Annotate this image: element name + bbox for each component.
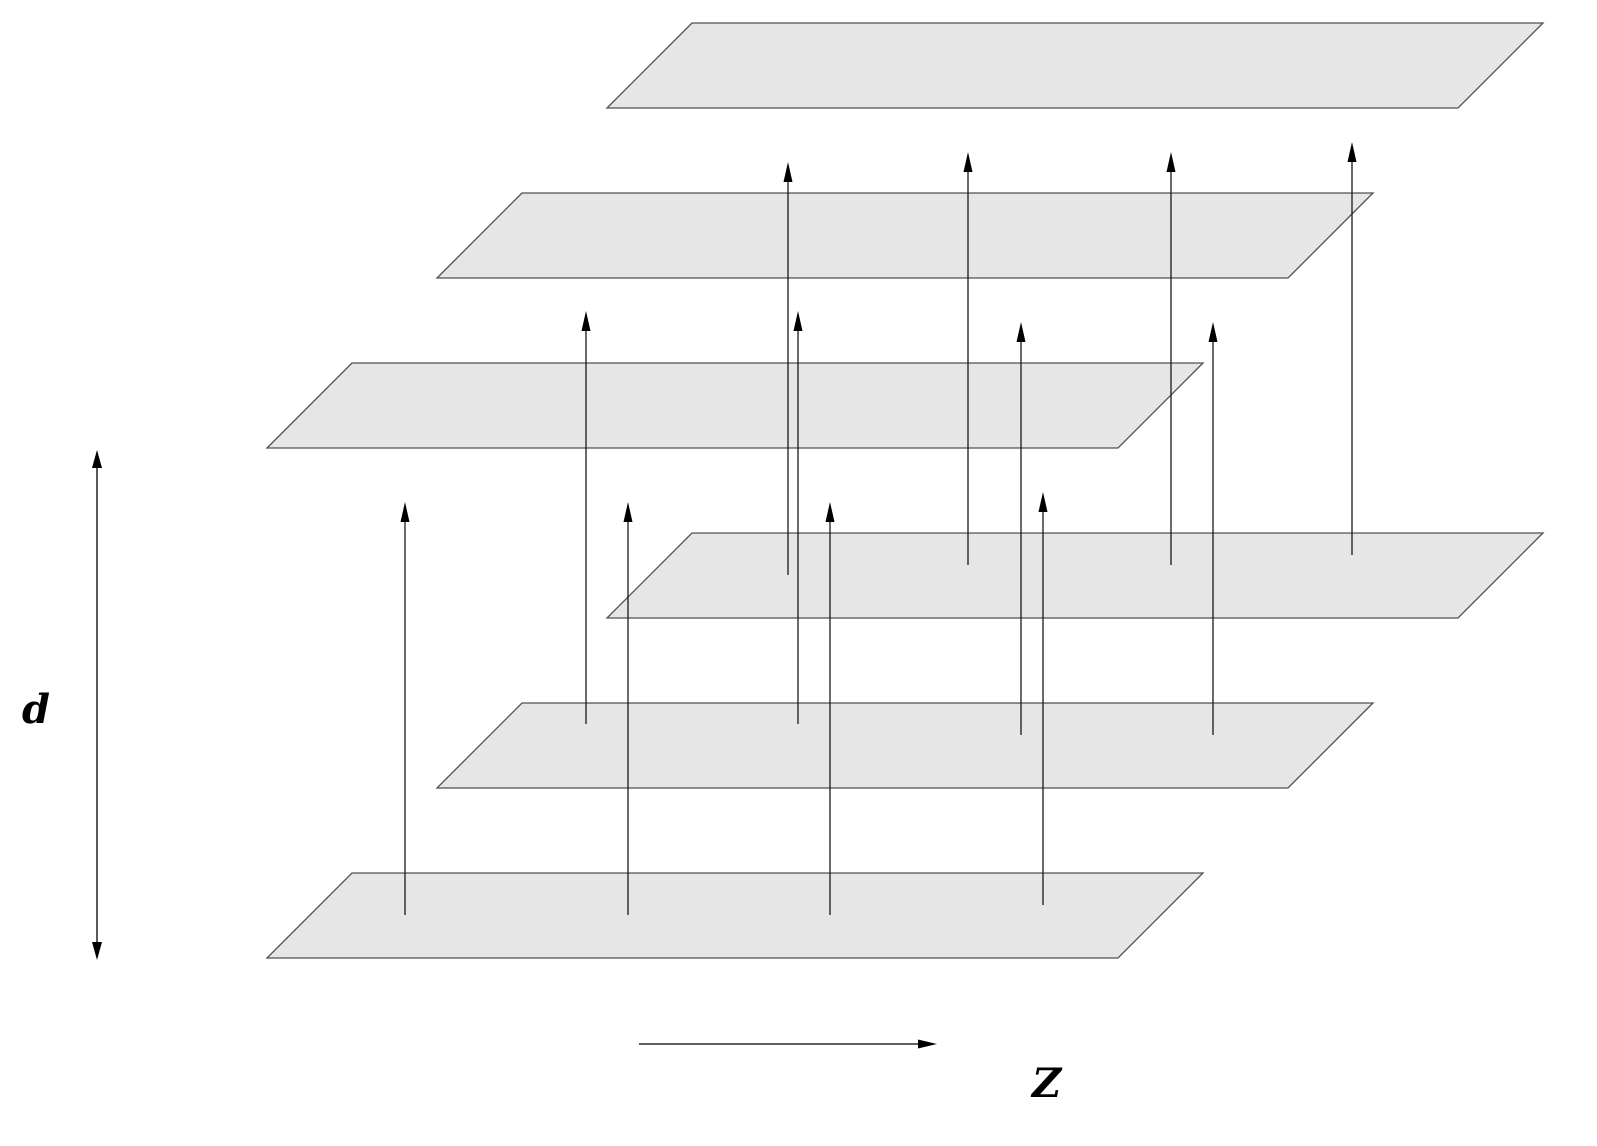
vector-lower-front-3-head bbox=[825, 502, 835, 522]
vector-field bbox=[400, 142, 1357, 915]
plane-upper-middle bbox=[435, 192, 1375, 279]
vector-lower-middle-2 bbox=[793, 311, 803, 724]
vector-lower-middle-1 bbox=[581, 311, 591, 724]
vector-lower-back-4-head bbox=[1347, 142, 1357, 162]
d-axis bbox=[92, 450, 102, 960]
z-axis-arrow bbox=[918, 1039, 937, 1049]
vector-lower-back-1-head bbox=[783, 162, 793, 182]
vector-lower-back-2-head bbox=[963, 152, 973, 172]
vector-lower-back-1 bbox=[783, 162, 793, 575]
vector-lower-middle-4-head bbox=[1208, 322, 1218, 342]
vector-lower-back-2 bbox=[963, 152, 973, 565]
vector-lower-middle-2-head bbox=[793, 311, 803, 331]
vector-lower-middle-3-head bbox=[1016, 322, 1026, 342]
vector-lower-front-2 bbox=[623, 502, 633, 915]
vector-lower-back-3-head bbox=[1166, 152, 1176, 172]
vector-lower-front-4 bbox=[1038, 492, 1048, 905]
d-axis-arrow-down bbox=[92, 942, 102, 960]
vector-lower-front-4-head bbox=[1038, 492, 1048, 512]
d-axis-arrow-up bbox=[92, 450, 102, 468]
vector-lower-middle-1-head bbox=[581, 311, 591, 331]
vector-lower-middle-4 bbox=[1208, 322, 1218, 735]
plane-lower-back bbox=[605, 532, 1545, 619]
z-axis bbox=[639, 1039, 937, 1049]
vector-lower-back-4 bbox=[1347, 142, 1357, 555]
vector-lower-front-1-head bbox=[400, 502, 410, 522]
plane-lower-middle bbox=[435, 702, 1375, 789]
vector-lower-front-2-head bbox=[623, 502, 633, 522]
vector-lower-front-3 bbox=[825, 502, 835, 915]
vector-lower-back-3 bbox=[1166, 152, 1176, 565]
plane-upper-back bbox=[605, 22, 1545, 109]
plane-lower-front bbox=[265, 872, 1205, 959]
z-axis-label: Z bbox=[1030, 1060, 1063, 1107]
d-axis-label: d bbox=[22, 686, 50, 733]
vector-lower-middle-3 bbox=[1016, 322, 1026, 735]
vector-lower-front-1 bbox=[400, 502, 410, 915]
plane-upper-front bbox=[265, 362, 1205, 449]
